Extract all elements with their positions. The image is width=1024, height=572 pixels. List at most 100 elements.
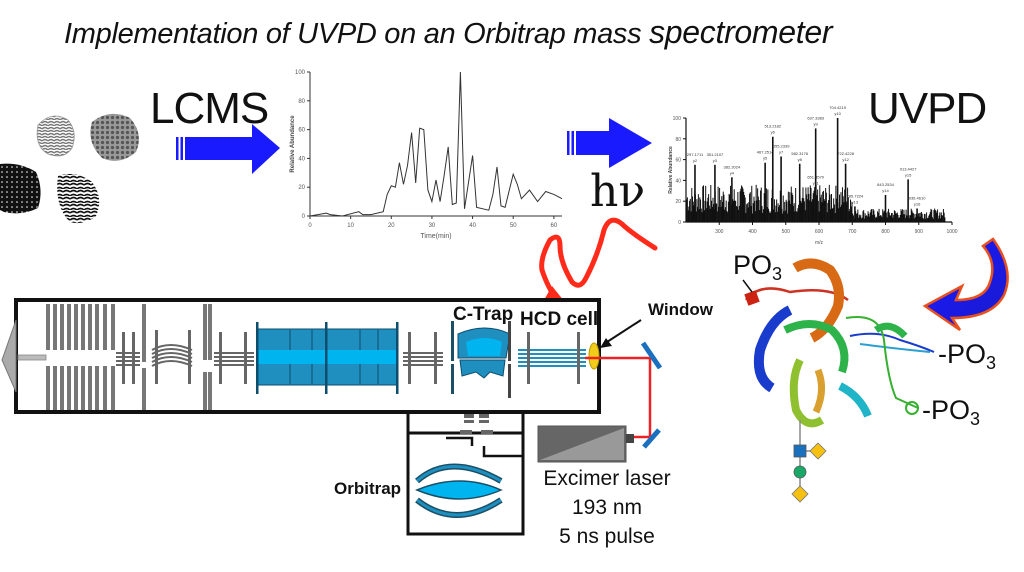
protein-structure-1 <box>36 115 75 157</box>
x-tick-label: 20 <box>388 223 395 229</box>
injection-flatapole <box>116 332 140 384</box>
peak-mz-label: 582.3176 <box>791 151 808 156</box>
mirror-bottom <box>642 428 661 449</box>
y-tick-label: 0 <box>302 214 306 220</box>
peak-mz-label: 297.1711 <box>687 152 704 157</box>
y-tick-label: 100 <box>673 116 682 122</box>
peak-ion-label: y13 <box>852 199 859 204</box>
x-tick-label: 0 <box>308 223 312 229</box>
y-tick-label: 60 <box>298 128 305 134</box>
photon-energy-label: hν <box>590 166 646 217</box>
bent-flatapole <box>151 330 193 384</box>
x-tick-label: 900 <box>915 229 924 235</box>
phosphate-label-3: -PO3 <box>922 395 981 429</box>
peak-ion-label: y7 <box>779 149 784 154</box>
transfer-multipole <box>403 332 443 384</box>
slide-title: Implementation of UVPD on an Orbitrap ma… <box>64 14 833 51</box>
protein-structure-2 <box>90 113 139 161</box>
lcms-label: LCMS <box>150 84 269 133</box>
protein-structure-3 <box>0 163 41 214</box>
peak-mz-label: 704.4219 <box>829 105 846 110</box>
peak-mz-label: 913.4427 <box>900 166 917 171</box>
x-tick-label: 700 <box>848 229 857 235</box>
peak-mz-label: 935.4610 <box>909 195 926 200</box>
y-tick-label: 80 <box>298 99 305 105</box>
peak-mz-label: 651.3570 <box>807 175 824 180</box>
peak-ion-label: y16 <box>914 201 921 206</box>
glycan-diamond-1 <box>809 442 827 460</box>
peak-ion-label: y3 <box>713 158 718 163</box>
x-tick-label: 400 <box>748 229 757 235</box>
y-tick-label: 40 <box>298 156 305 162</box>
quadrupole-mass-filter <box>256 322 399 394</box>
x-tick-label: 300 <box>715 229 724 235</box>
peak-ion-label: y4 <box>730 170 735 175</box>
hcd-cell <box>518 332 586 384</box>
x-tick-label: 30 <box>429 223 436 229</box>
peak-mz-label: 351.2107 <box>707 152 724 157</box>
ion-source-cone <box>1 319 17 393</box>
laser-type-label: Excimer laser <box>543 467 671 490</box>
laser-pulse-label: 5 ns pulse <box>559 525 655 548</box>
peak-ion-label: y2 <box>693 158 698 163</box>
ion-funnel <box>46 304 212 410</box>
x-tick-label: 600 <box>815 229 824 235</box>
peak-ion-label: y9 <box>814 121 819 126</box>
y-axis-label: Relative Abundance <box>290 115 296 173</box>
peak-mz-label: 637.3383 <box>807 115 824 120</box>
y-axis-label: Relative Abundance <box>668 146 674 194</box>
excimer-laser <box>537 425 634 463</box>
phosphate-label-1: PO3 <box>733 250 783 284</box>
phosphate-label-2: -PO3 <box>938 339 997 373</box>
chromatogram-trace <box>309 71 563 217</box>
x-tick-label: 40 <box>469 223 476 229</box>
y-tick-label: 60 <box>675 158 681 164</box>
peak-ion-label: y14 <box>882 188 889 193</box>
orbitrap-spindle <box>415 480 503 500</box>
protein-structure-4 <box>57 174 100 224</box>
peak-ion-label: y12 <box>842 157 849 162</box>
uvpd-label: UVPD <box>868 84 987 133</box>
title-text: Implementation of UVPD on an Orbitrap ma… <box>64 18 650 50</box>
y-tick-label: 20 <box>675 199 681 205</box>
c-trap <box>451 321 511 398</box>
x-tick-label: 800 <box>881 229 890 235</box>
peak-mz-label: 555.2339 <box>773 143 790 148</box>
orbitrap-analyzer <box>406 412 525 536</box>
lcms-arrow <box>176 124 280 174</box>
x-axis-label: Time(min) <box>420 233 451 240</box>
y-tick-label: 100 <box>295 70 306 76</box>
window-label: Window <box>648 300 713 319</box>
mirror-top <box>640 341 663 370</box>
x-tick-label: 500 <box>782 229 791 235</box>
peak-ion-label: y15 <box>905 172 912 177</box>
peak-mz-label: 785.7224 <box>847 193 864 198</box>
x-tick-label: 10 <box>347 223 354 229</box>
uvpd-arrow <box>567 118 652 168</box>
hcd-cell-label: HCD cell <box>520 309 599 330</box>
peak-mz-label: 843.2534 <box>877 182 894 187</box>
c-trap-label: C-Trap <box>453 304 514 325</box>
y-tick-label: 40 <box>675 178 681 184</box>
quadrupole-transfer <box>214 332 254 384</box>
title-text-end: spectrometer <box>649 14 833 50</box>
y-tick-label: 0 <box>678 220 681 226</box>
peak-ion-label: y10 <box>834 111 841 116</box>
orbitrap-instrument <box>1 298 642 414</box>
glycan-circle <box>793 465 807 479</box>
curved-arrow <box>922 237 1009 332</box>
window-lens <box>588 342 600 370</box>
protein-structures-group <box>0 113 139 224</box>
x-tick-label: 1000 <box>946 229 957 235</box>
peak-mz-label: 513.2182 <box>764 124 781 129</box>
peak-mz-label: 722.4228 <box>837 151 854 156</box>
peak-ion-label: y5 <box>763 156 768 161</box>
peak-ion-label: y11 <box>813 181 820 186</box>
glycan-diamond-2 <box>791 485 809 503</box>
orbitrap-label: Orbitrap <box>334 479 402 498</box>
y-tick-label: 20 <box>298 185 305 191</box>
phosphoprotein-structure <box>742 258 935 503</box>
